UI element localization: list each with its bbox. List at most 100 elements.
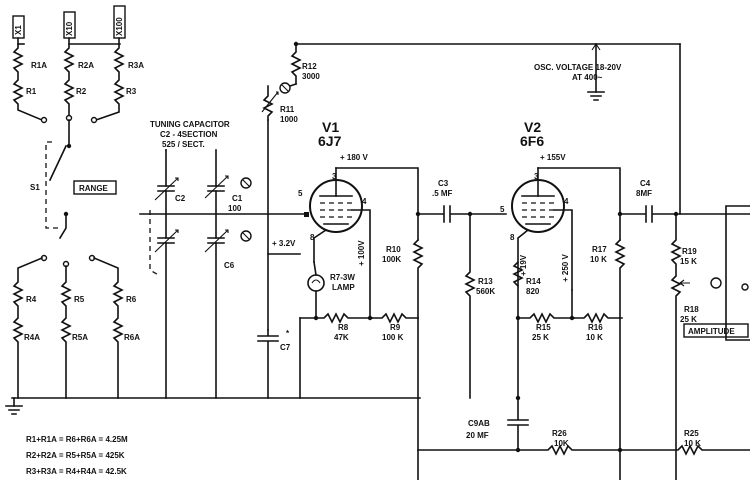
label-r14-name: R14 [526, 277, 541, 286]
capacitor-c3 [417, 205, 507, 223]
range-button-x100[interactable]: X100 [113, 5, 126, 39]
resistor-r17 [614, 211, 626, 480]
label-r17-value: 10 K [590, 255, 607, 264]
label-r19-value: 15 K [680, 257, 697, 266]
lamp-r7 [307, 261, 325, 321]
label-v1-type: 6J7 [318, 133, 342, 149]
label-r11-value: 1000 [280, 115, 298, 124]
tuning-capacitor-label-2: C2 - 4SECTION [160, 130, 218, 139]
label-r10-value: 100K [382, 255, 401, 264]
label-r9-value: 100 K [382, 333, 404, 342]
osc-voltage-testpoint [587, 43, 605, 101]
resistors-r8-r9 [267, 253, 419, 399]
switch-linkage [45, 141, 62, 229]
label-v2-cathode-voltage: + 19V [519, 254, 528, 276]
v2-pin-4: 4 [564, 197, 569, 206]
label-r6a: R6A [124, 333, 140, 342]
svg-text:X1: X1 [14, 25, 23, 35]
label-r25-value: 10 K [684, 439, 701, 448]
label-c3-name: C3 [438, 179, 449, 188]
label-r7-value: LAMP [332, 283, 355, 292]
label-v2-screen-voltage: + 250 V [561, 254, 570, 282]
label-r16-value: 10 K [586, 333, 603, 342]
label-r5: R5 [74, 295, 85, 304]
v2-pin-8: 8 [510, 233, 515, 242]
label-r1a: R1A [31, 61, 47, 70]
label-v2-name: V2 [524, 119, 541, 135]
label-c9-name: C9AB [468, 419, 490, 428]
label-c7: C7 [280, 343, 291, 352]
label-r5a: R5A [72, 333, 88, 342]
label-v1-plate-voltage: + 180 V [340, 153, 368, 162]
c7-asterisk: * [286, 329, 290, 338]
capacitor-c7 [257, 329, 279, 399]
resistor-r13 [464, 211, 476, 399]
capacitor-c9 [417, 395, 750, 456]
label-r8-name: R8 [338, 323, 349, 332]
capacitor-c4 [619, 205, 677, 223]
resistors-r15-r16 [517, 289, 623, 399]
label-r17-name: R17 [592, 245, 607, 254]
label-r9-name: R9 [390, 323, 401, 332]
label-r19-name: R19 [682, 247, 697, 256]
svg-text:RANGE: RANGE [79, 184, 109, 193]
label-s1: S1 [30, 183, 40, 192]
v1-pin-8: 8 [310, 233, 315, 242]
label-r6: R6 [126, 295, 137, 304]
upper-resistor-bank [12, 37, 125, 182]
tuning-capacitor-label-1: TUNING CAPACITOR [150, 120, 230, 129]
label-r25-name: R25 [684, 429, 699, 438]
formula-line-3: R3+R3A = R4+R4A = 42.5K [26, 467, 127, 476]
output-frame [725, 205, 750, 341]
tube-v1 [304, 167, 419, 319]
label-c2: C2 [175, 194, 186, 203]
label-v2-type: 6F6 [520, 133, 544, 149]
resistor-r10 [412, 211, 424, 480]
label-c4-name: C4 [640, 179, 651, 188]
label-r26-value: 10K [554, 439, 569, 448]
amplitude-knob-icon[interactable] [710, 277, 722, 289]
resistor-r19-r18 [670, 43, 750, 480]
label-r18-value: 25 K [680, 315, 697, 324]
label-r2a: R2A [78, 61, 94, 70]
label-c4-value: 8MF [636, 189, 652, 198]
svg-text:X10: X10 [65, 21, 74, 36]
label-r8-value: 47K [334, 333, 349, 342]
v1-pin-4: 4 [362, 197, 367, 206]
label-v1-cathode-voltage: + 3.2V [272, 239, 296, 248]
label-r2: R2 [76, 87, 87, 96]
tuning-capacitor-c2 [149, 149, 179, 399]
label-c9-value: 20 MF [466, 431, 489, 440]
label-r15-name: R15 [536, 323, 551, 332]
lower-resistor-bank [12, 211, 124, 399]
label-c1-value: 100 [228, 204, 242, 213]
amplitude-control[interactable]: AMPLITUDE [683, 323, 749, 338]
label-r12-name: R12 [302, 62, 317, 71]
label-r7-name: R7-3W [330, 273, 355, 282]
label-c3-value: .5 MF [432, 189, 453, 198]
osc-voltage-line-1: OSC. VOLTAGE 18-20V [534, 63, 622, 72]
label-r10-name: R10 [386, 245, 401, 254]
label-r26-name: R26 [552, 429, 567, 438]
resistor-r12-r11 [261, 41, 681, 331]
range-button-x10[interactable]: X10 [63, 11, 76, 39]
osc-voltage-line-2: AT 400~ [572, 73, 603, 82]
label-r12-value: 3000 [302, 72, 320, 81]
ground-symbol [5, 397, 23, 415]
v2-pin-5: 5 [500, 205, 505, 214]
label-v1-screen-voltage: + 100V [357, 240, 366, 266]
label-v1-name: V1 [322, 119, 339, 135]
range-button-x1[interactable]: X1 [12, 15, 25, 39]
formula-line-2: R2+R2A = R5+R5A = 425K [26, 451, 125, 460]
v1-pin-5: 5 [298, 189, 303, 198]
label-r3a: R3A [128, 61, 144, 70]
label-c1-name: C1 [232, 194, 243, 203]
label-r14-value: 820 [526, 287, 540, 296]
formula-line-1: R1+R1A = R6+R6A = 4.25M [26, 435, 128, 444]
tuning-capacitor-label-3: 525 / SECT. [162, 140, 205, 149]
label-r4: R4 [26, 295, 37, 304]
svg-text:X100: X100 [115, 17, 124, 36]
range-switch[interactable]: RANGE [73, 180, 117, 195]
label-r11-name: R11 [280, 105, 295, 114]
